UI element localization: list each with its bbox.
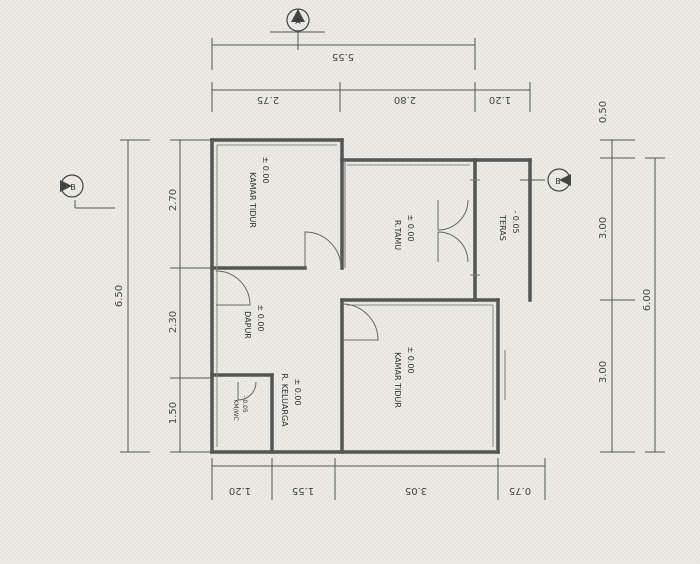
dim-right-seg-2: 3.00 [598,217,609,239]
section-marker-left: B [60,174,115,209]
room-label: KAMAR TIDUR [393,352,402,408]
dim-right-total: 6.00 [642,289,653,311]
dim-right-seg-3: 3.00 [598,361,609,383]
room-dapur: DAPUR ± 0.00 [243,304,265,339]
room-label: DAPUR [243,311,252,339]
window-marks [344,160,506,400]
dim-left-total: 6.50 [114,285,125,307]
section-marker-left-letter: B [70,183,76,192]
dim-right-seg-1: 0.50 [598,101,609,123]
room-level: - 0.05 [241,395,248,413]
dim-top-seg-2: 2.80 [394,94,416,105]
section-marker-right: B [520,168,571,192]
room-label: R.TAMU [393,220,402,250]
dim-bottom-seg-3: 3.05 [405,485,427,496]
right-dimensions [600,139,665,453]
dim-left-seg-1: 2.70 [168,189,179,211]
room-level: ± 0.00 [256,304,265,331]
room-level: - 0.05 [511,210,520,233]
room-level: ± 0.00 [261,156,270,183]
room-label: TERAS [498,214,507,241]
room-teras: TERAS - 0.05 [498,210,520,240]
room-km-wc: KM/WC - 0.05 [232,395,248,420]
room-r-keluarga: R. KELUARGA ± 0.00 [280,373,302,427]
room-level: ± 0.00 [406,346,415,373]
dim-top-total: 5.55 [332,51,354,62]
dim-bottom-seg-4: 0.75 [509,485,531,496]
section-marker-top-letter: A [295,17,301,26]
section-marker-top: A [270,8,325,50]
section-marker-right-letter: B [555,177,561,186]
room-label: R. KELUARGA [280,373,289,427]
room-level: ± 0.00 [293,378,302,405]
room-kamar-tidur-2: KAMAR TIDUR ± 0.00 [393,346,415,408]
dim-bottom-seg-2: 1.55 [292,485,314,496]
room-label: KAMAR TIDUR [248,172,257,228]
dim-left-seg-2: 2.30 [168,311,179,333]
dim-top-seg-1: 2.75 [257,94,279,105]
left-dimensions [120,139,212,453]
wall-inner-lines [216,144,494,447]
dim-left-seg-3: 1.50 [168,402,179,424]
walls [210,138,532,454]
room-r-tamu: R.TAMU ± 0.00 [393,214,415,250]
room-kamar-tidur-1: KAMAR TIDUR ± 0.00 [248,156,270,228]
room-level: ± 0.00 [406,214,415,241]
door-swings [215,199,469,401]
dim-top-seg-3: 1.20 [489,94,511,105]
dim-bottom-seg-1: 1.20 [229,485,251,496]
room-label: KM/WC [232,399,239,420]
bottom-dimensions [211,458,546,500]
top-dimensions [211,38,531,112]
